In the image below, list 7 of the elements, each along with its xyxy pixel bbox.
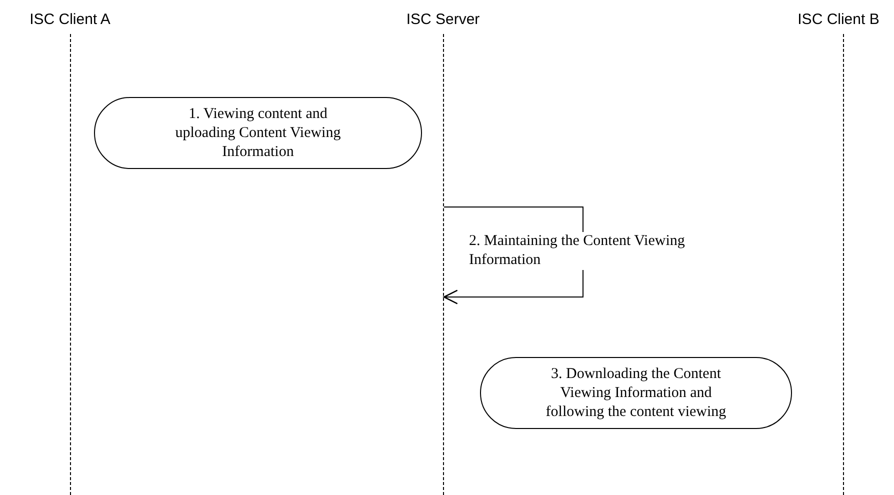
self-message-arrow (443, 206, 584, 304)
lifeline-title: ISC Client B (783, 8, 894, 30)
lifeline (443, 34, 444, 495)
lifeline-title: ISC Client A (8, 8, 132, 30)
lifeline-title: ISC Server (383, 8, 503, 30)
lifeline (843, 34, 844, 495)
lifeline (70, 34, 71, 495)
